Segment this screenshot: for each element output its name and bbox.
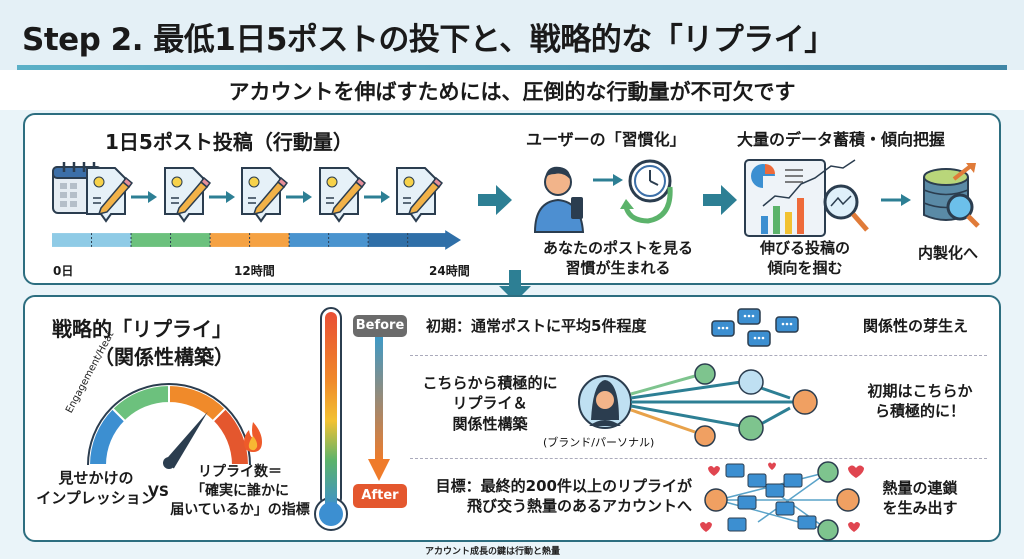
internalize-label: 内製化へ: [917, 244, 978, 262]
reply-swarm-icon: [700, 461, 864, 541]
row2-text: こちらから積極的に リプライ＆ 関係性構築: [410, 373, 570, 434]
timeline-label-start: 0日: [53, 264, 74, 278]
sequence-arrow-icon: [131, 191, 157, 203]
row3-result-line1: 熱量の連鎖: [882, 479, 958, 497]
impression-caption: 見せかけの インプレッション: [36, 468, 156, 509]
flow-arrow-2: [703, 185, 737, 215]
gauge-hub: [163, 457, 175, 469]
row3-text: 目標：最終的200件以上のリプライが 飛び交う熱量のあるアカウントへ: [412, 476, 692, 517]
timeline-bar: [52, 230, 462, 250]
timeline-segment: [368, 233, 448, 247]
clock-cycle-icon: [620, 159, 673, 224]
subtitle-band: [0, 70, 1024, 110]
gauge-outline: [87, 383, 251, 466]
vs-label: VS: [148, 484, 169, 500]
gauge-segment: [111, 383, 170, 423]
brand-personal-label: (ブランド/パーソナル): [543, 436, 655, 449]
flow-arrow-1: [478, 185, 512, 215]
chat-bubbles-icon: [711, 308, 799, 347]
timeline-label-mid: 12時間: [234, 264, 275, 278]
reply-metric-line3: 届いているか」の指標: [170, 501, 310, 518]
sequence-arrow-icon: [209, 191, 235, 203]
habit-title: ユーザーの「習慣化」: [526, 130, 686, 149]
page-title: Step 2. 最低1日5ポストの投下と、戦略的な「リプライ」: [22, 22, 835, 58]
post-document-icon: [86, 167, 133, 223]
reply-title-line2: （関係性構築）: [94, 345, 234, 369]
timeline-segment: [52, 233, 132, 247]
post-document-icon: [396, 167, 443, 223]
header-band: [0, 0, 1024, 70]
sequence-arrow-icon: [286, 191, 312, 203]
reply-title-line1: 戦略的「リプライ」: [52, 317, 232, 341]
row2-result: 初期はこちらか ら積極的に！: [855, 381, 985, 422]
reply-metric-caption: リプライ数＝ 「確実に誰かに 届いているか」の指標: [170, 463, 310, 520]
title-underline: [17, 65, 1007, 70]
sequence-arrow-icon: [364, 191, 390, 203]
flow-arrow-3: [881, 194, 911, 206]
row-divider-2: [410, 458, 987, 459]
row2-text-line3: 関係性構築: [452, 414, 528, 433]
thermometer-icon: [314, 307, 348, 531]
row3-result: 熱量の連鎖 を生み出す: [865, 478, 975, 519]
timeline-segment: [131, 233, 211, 247]
data-title: 大量のデータ蓄積・傾向把握: [737, 130, 946, 149]
fire-icon: [244, 422, 262, 452]
engagement-gauge: [87, 383, 251, 469]
row2-text-line1: こちらから積極的に: [422, 374, 558, 392]
timeline-arrowhead: [445, 230, 462, 250]
analytics-chart-icon: [744, 159, 869, 237]
timeline-segment: [289, 233, 369, 247]
timeline-label-end: 24時間: [429, 264, 470, 278]
user-phone-icon: [533, 166, 623, 233]
row1-text: 初期：通常ポストに平均5件程度: [426, 317, 647, 335]
reply-metric-line1: リプライ数＝: [198, 464, 282, 480]
post-document-icon: [319, 167, 366, 223]
before-after-arrow: [368, 337, 390, 481]
impression-caption-line2: インプレッション: [36, 489, 156, 508]
impression-caption-line1: 見せかけの: [58, 469, 134, 487]
data-caption-line1: 伸びる投稿の: [759, 239, 850, 257]
row2-result-line1: 初期はこちらか: [867, 382, 973, 400]
reply-metric-line2: 「確実に誰かに: [191, 482, 289, 499]
before-badge: Before: [353, 315, 407, 337]
post-document-icon: [241, 167, 288, 223]
post-document-icon: [164, 167, 211, 223]
row3-result-line2: を生み出す: [882, 499, 958, 518]
gauge-needle: [164, 411, 208, 469]
reply-network-icon: [578, 363, 818, 447]
posting-title: 1日5ポスト投稿（行動量）: [105, 130, 353, 154]
row3-text-line2: 飛び交う熱量のあるアカウントへ: [466, 497, 692, 516]
database-search-icon: [923, 163, 980, 228]
habit-caption: あなたのポストを見る 習慣が生まれる: [528, 238, 708, 279]
row1-result: 関係性の芽生え: [863, 317, 969, 335]
row2-text-line2: リプライ＆: [452, 394, 528, 413]
timeline-segment: [210, 233, 290, 247]
data-caption-line2: 傾向を掴む: [767, 259, 843, 278]
row2-result-line2: ら積極的に！: [874, 402, 965, 421]
data-caption: 伸びる投稿の 傾向を掴む: [750, 238, 860, 279]
row3-text-line1: 目標：最終的200件以上のリプライが: [435, 477, 692, 495]
after-badge: After: [353, 484, 407, 508]
down-arrow: [499, 270, 531, 302]
gauge-segment: [211, 407, 251, 466]
habit-caption-line2: 習慣が生まれる: [565, 259, 671, 278]
page-subtitle: アカウントを伸ばすためには、圧倒的な行動量が不可欠です: [228, 80, 796, 104]
habit-caption-line1: あなたのポストを見る: [542, 239, 693, 257]
footer-note: アカウント成長の鍵は行動と熱量: [425, 547, 561, 557]
row-divider-1: [410, 355, 987, 356]
